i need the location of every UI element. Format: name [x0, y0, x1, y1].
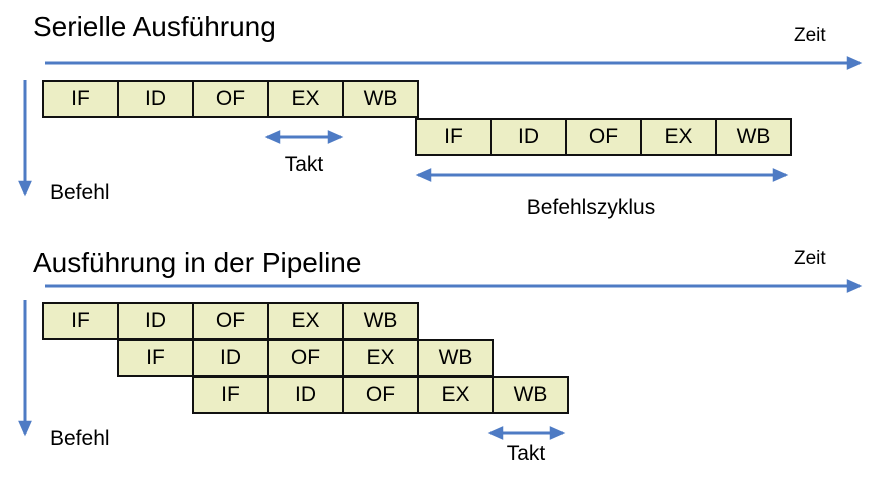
pipeline-befehl-label: Befehl [50, 427, 110, 450]
stage-cell: OF [192, 80, 269, 118]
befehlszyklus-label: Befehlszyklus [526, 196, 656, 219]
stage-cell: IF [42, 80, 119, 118]
stage-cell: EX [267, 80, 344, 118]
stage-cell: WB [417, 339, 494, 377]
serial-row-2: IF ID OF EX WB [415, 118, 792, 156]
pipeline-title: Ausführung in der Pipeline [33, 247, 362, 278]
pipeline-row-2: IF ID OF EX WB [117, 339, 494, 377]
pipeline-zeit-label: Zeit [794, 248, 826, 269]
stage-cell: IF [415, 118, 492, 156]
stage-cell: ID [117, 302, 194, 340]
stage-cell: EX [267, 302, 344, 340]
pipeline-row-1: IF ID OF EX WB [42, 302, 419, 340]
serial-takt-label: Takt [284, 153, 324, 176]
stage-cell: ID [267, 376, 344, 414]
stage-cell: ID [490, 118, 567, 156]
serial-befehl-label: Befehl [50, 181, 110, 204]
serial-row-1: IF ID OF EX WB [42, 80, 419, 118]
stage-cell: WB [342, 80, 419, 118]
stage-cell: ID [192, 339, 269, 377]
stage-cell: ID [117, 80, 194, 118]
stage-cell: EX [417, 376, 494, 414]
stage-cell: OF [565, 118, 642, 156]
stage-cell: WB [492, 376, 569, 414]
serial-title: Serielle Ausführung [33, 11, 276, 42]
stage-cell: OF [267, 339, 344, 377]
stage-cell: EX [342, 339, 419, 377]
stage-cell: OF [342, 376, 419, 414]
stage-cell: IF [117, 339, 194, 377]
stage-cell: WB [715, 118, 792, 156]
serial-zeit-label: Zeit [794, 25, 826, 46]
stage-cell: WB [342, 302, 419, 340]
stage-cell: IF [42, 302, 119, 340]
stage-cell: OF [192, 302, 269, 340]
stage-cell: EX [640, 118, 717, 156]
stage-cell: IF [192, 376, 269, 414]
pipeline-takt-label: Takt [506, 442, 546, 465]
pipeline-row-3: IF ID OF EX WB [192, 376, 569, 414]
